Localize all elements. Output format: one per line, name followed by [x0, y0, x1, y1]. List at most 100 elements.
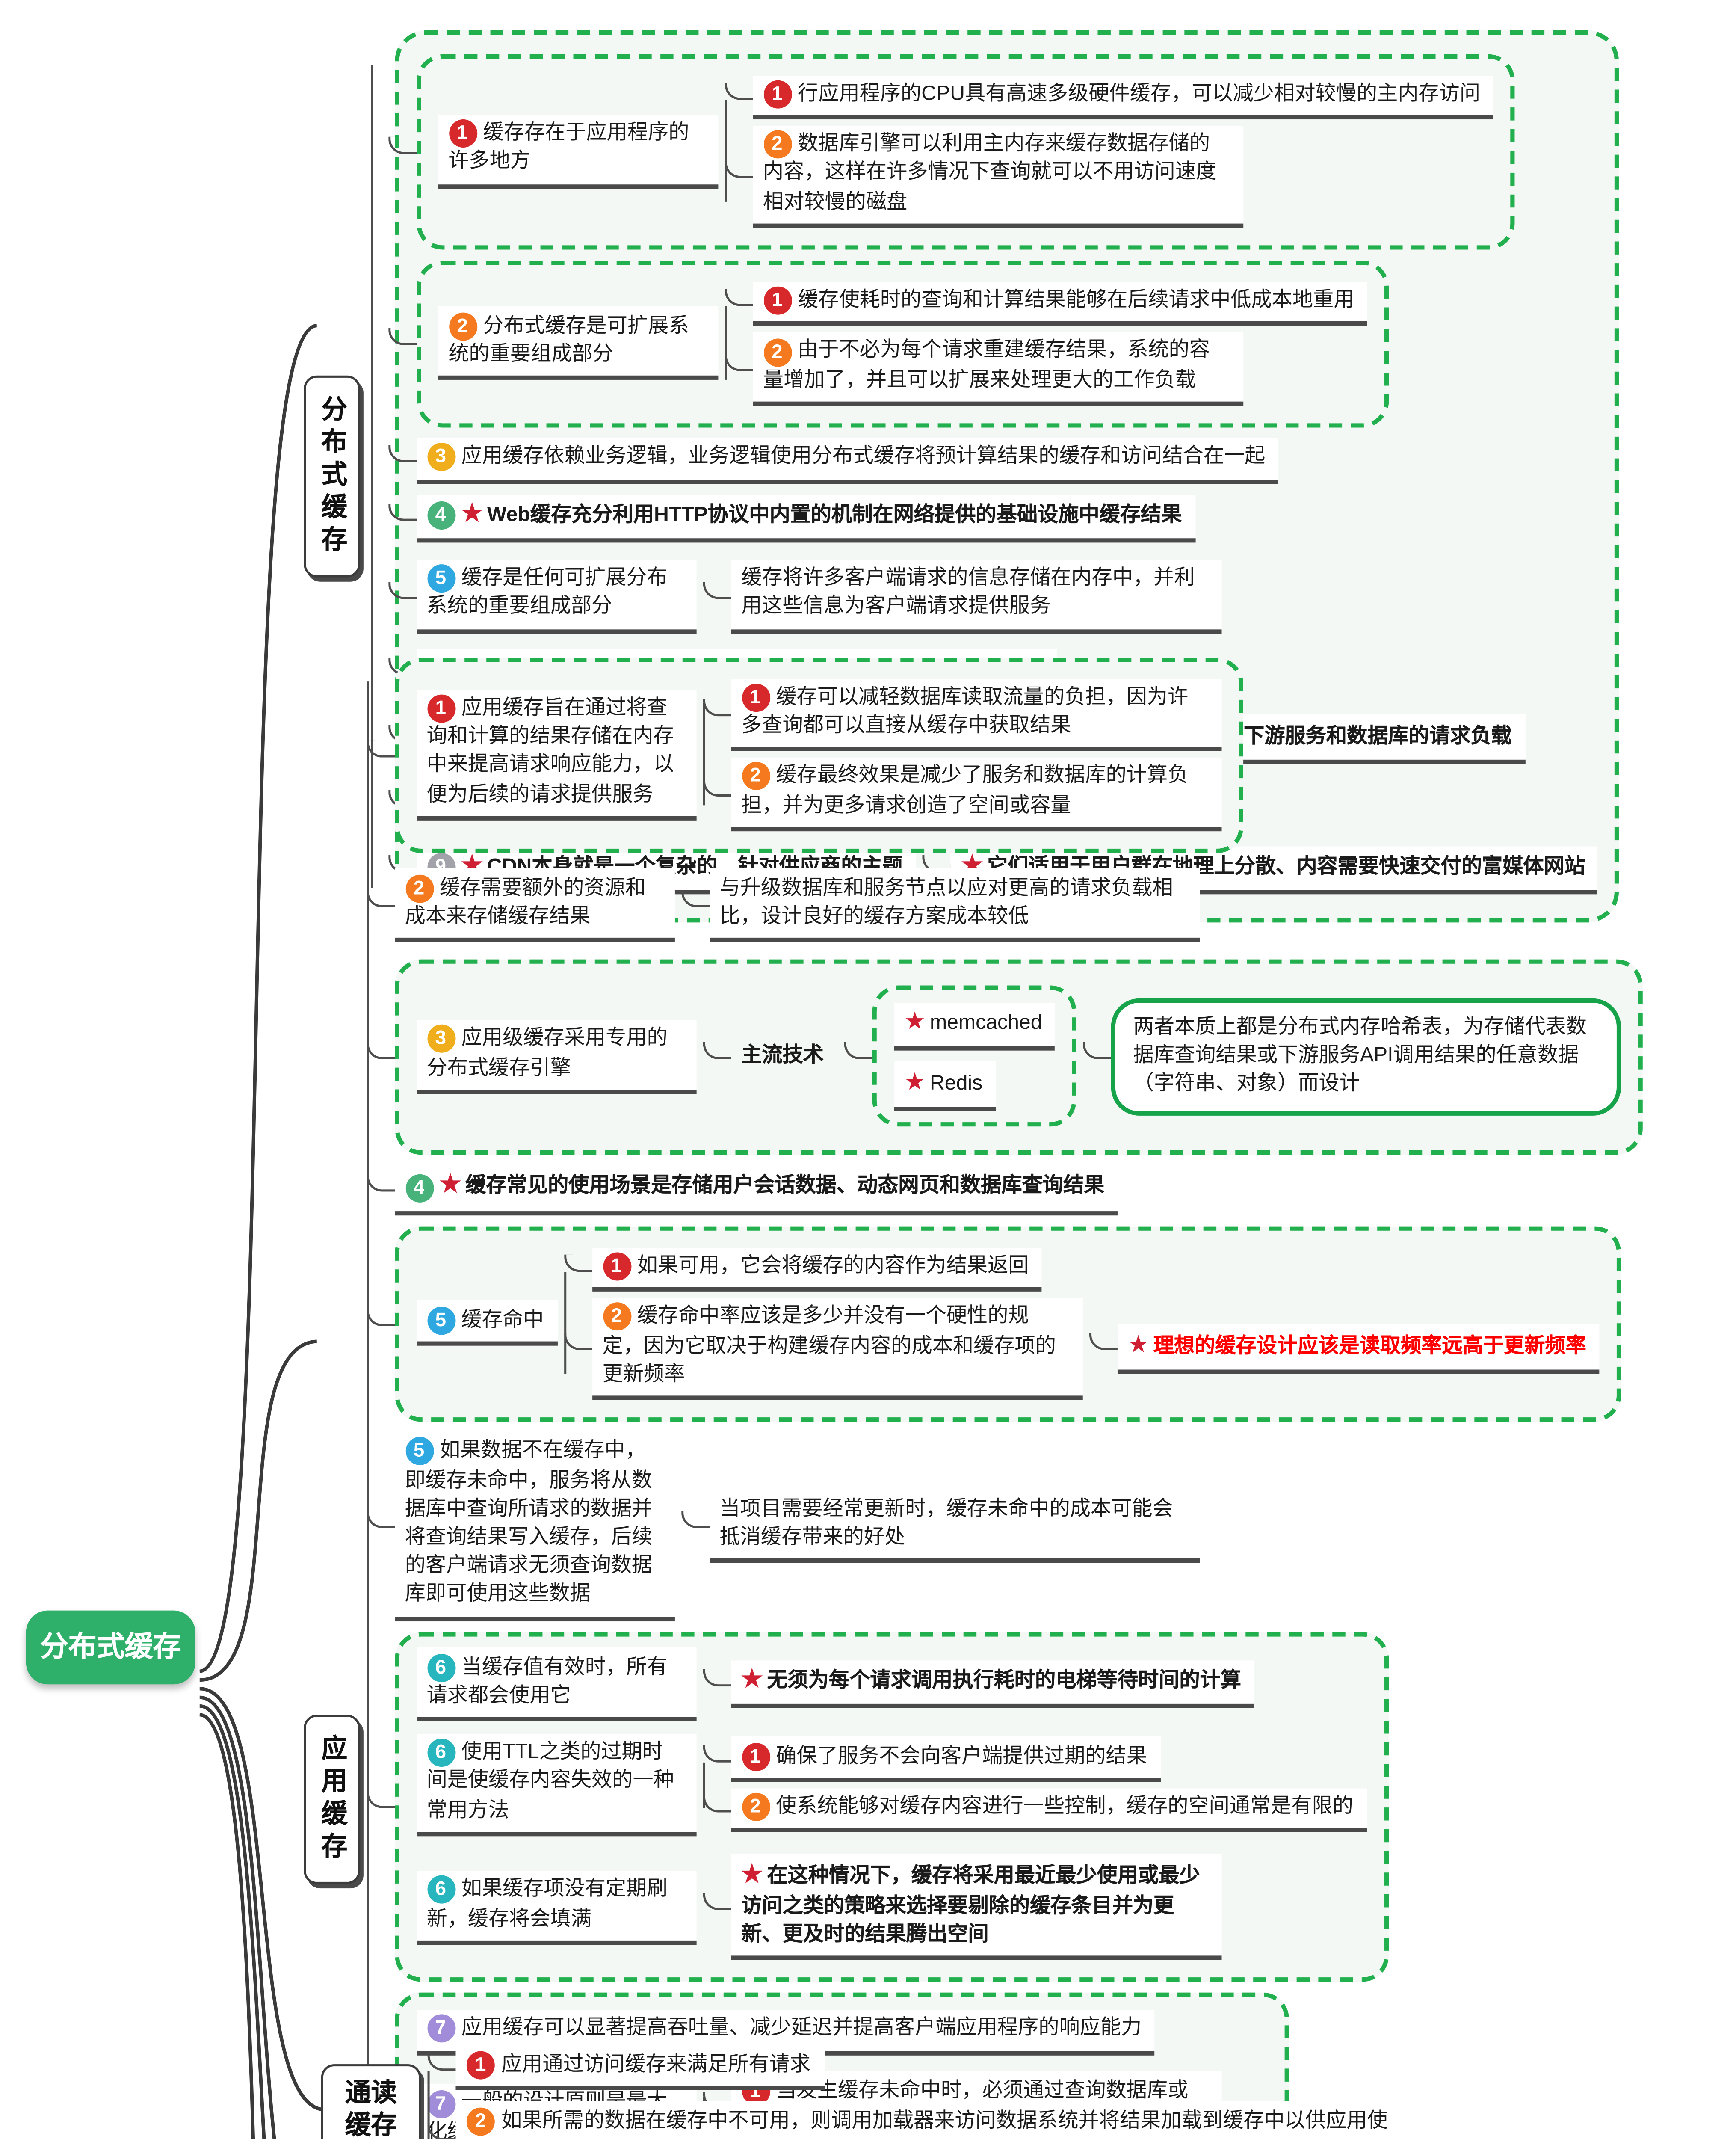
branch-row: 两者本质上都是分布式内存哈希表，为存储代表数据库查询结果或下游服务API调用结果… — [1083, 998, 1622, 1115]
star-icon: ★ — [904, 1009, 926, 1036]
topic-text: 如果数据不在缓存中，即缓存未命中，服务将从数据库中查询所请求的数据并将查询结果写… — [405, 1440, 653, 1607]
number-badge: 6 — [426, 1739, 455, 1768]
branch-row: 缓存将许多客户端请求的信息存储在内存中，并利用这些信息为客户端请求提供服务 — [702, 559, 1221, 633]
topic-node[interactable]: 当项目需要经常更新时，缓存未命中的成本可能会抵消缓存带来的好处 — [709, 1489, 1199, 1563]
number-badge: 2 — [763, 130, 791, 159]
topic-node[interactable]: 缓存将许多客户端请求的信息存储在内存中，并利用这些信息为客户端请求提供服务 — [730, 559, 1221, 633]
branch-row: 4★Web缓存充分利用HTTP协议中内置的机制在网络提供的基础设施中缓存结果 — [387, 494, 1598, 543]
number-badge: 2 — [448, 312, 477, 341]
children-group: ★在这种情况下，缓存将采用最近最少使用或最少访问之类的策略来选择要剔除的缓存条目… — [702, 1849, 1221, 1966]
topic-node[interactable]: ★Redis — [893, 1062, 996, 1111]
number-badge: 4 — [405, 1173, 433, 1202]
topic-text: 缓存常见的使用场景是存储用户会话数据、动态网页和数据库查询结果 — [465, 1175, 1105, 1200]
star-icon: ★ — [741, 1667, 763, 1694]
topic-text: 缓存可以减轻数据库读取流量的负担，因为许多查询都可以直接从缓存中获取结果 — [741, 686, 1189, 739]
branch-label-read-through[interactable]: 通读缓存 — [321, 2063, 421, 2139]
number-badge: 7 — [426, 2089, 455, 2118]
topic-node[interactable]: ★无须为每个请求调用执行耗时的电梯等待时间的计算 — [730, 1659, 1254, 1709]
topic-node[interactable]: 4★Web缓存充分利用HTTP协议中内置的机制在网络提供的基础设施中缓存结果 — [416, 494, 1195, 543]
topic-node[interactable]: ★memcached — [893, 1002, 1056, 1052]
topic-text: 无须为每个请求调用执行耗时的电梯等待时间的计算 — [767, 1669, 1242, 1694]
branch-row: ★理想的缓存设计应该是读取频率远高于更新频率 — [1088, 1324, 1600, 1374]
star-icon: ★ — [741, 1862, 763, 1888]
topic-text: 缓存存在于应用程序的许多地方 — [448, 122, 689, 175]
number-badge: 2 — [466, 2107, 495, 2136]
topic-text: 缓存最终效果是减少了服务和数据库的计算负担，并为更多请求创造了空间或容量 — [741, 764, 1189, 818]
number-badge: 1 — [426, 694, 455, 723]
topic-text: 缓存是任何可扩展分布系统的重要组成部分 — [426, 567, 668, 619]
topic-node[interactable]: 与升级数据库和服务节点以应对更高的请求负载相比，设计良好的缓存方案成本较低 — [709, 868, 1199, 942]
branch-row: ★memcached ★Redis 两者本质上都是分布式内存哈希表，为存储代表数据库… — [843, 986, 1622, 1128]
number-badge: 1 — [763, 287, 791, 316]
number-badge: 2 — [405, 874, 433, 903]
number-badge: 6 — [426, 1653, 455, 1681]
branch-row: ★memcached — [893, 1002, 1056, 1052]
topic-text: 由于不必为每个请求重建缓存结果，系统的容量增加了，并且可以扩展来处理更大的工作负… — [763, 339, 1210, 392]
star-icon: ★ — [1127, 1331, 1149, 1358]
topic-text: 当缓存值有效时，所有请求都会使用它 — [426, 1655, 668, 1708]
topic-text: memcached — [930, 1012, 1042, 1036]
number-badge: 3 — [426, 443, 455, 472]
topic-text: 数据库引擎可以利用主内存来缓存数据存储的内容，这样在许多情况下查询就可以不用访问… — [763, 133, 1217, 214]
topic-text: 与升级数据库和服务节点以应对更高的请求负载相比，设计良好的缓存方案成本较低 — [719, 876, 1173, 929]
children-group: ★理想的缓存设计应该是读取频率远高于更新频率 — [1088, 1318, 1600, 1378]
topic-node[interactable]: ★理想的缓存设计应该是读取频率远高于更新频率 — [1116, 1324, 1600, 1374]
topic-node[interactable]: 主流技术 — [730, 1036, 837, 1077]
root-topic[interactable]: 分布式缓存 — [26, 1610, 195, 1685]
topic-text: 理想的缓存设计应该是读取频率远高于更新频率 — [1153, 1334, 1586, 1358]
topic-node[interactable]: ★在这种情况下，缓存将采用最近最少使用或最少访问之类的策略来选择要剔除的缓存条目… — [730, 1854, 1221, 1961]
children-group: ★无须为每个请求调用执行耗时的电梯等待时间的计算 — [702, 1654, 1254, 1714]
branch-label-application-cache[interactable]: 应用缓存 — [304, 1715, 360, 1885]
topic-node[interactable]: 4★缓存常见的使用场景是存储用户会话数据、动态网页和数据库查询结果 — [394, 1165, 1118, 1215]
number-badge: 7 — [426, 2015, 455, 2044]
number-badge: 2 — [602, 1303, 631, 1332]
topic-node[interactable]: 两者本质上都是分布式内存哈希表，为存储代表数据库查询结果或下游服务API调用结果… — [1111, 998, 1622, 1115]
branch-label-distributed-cache[interactable]: 分布式缓存 — [304, 376, 360, 578]
topic-text: Web缓存充分利用HTTP协议中内置的机制在网络提供的基础设施中缓存结果 — [487, 504, 1182, 528]
